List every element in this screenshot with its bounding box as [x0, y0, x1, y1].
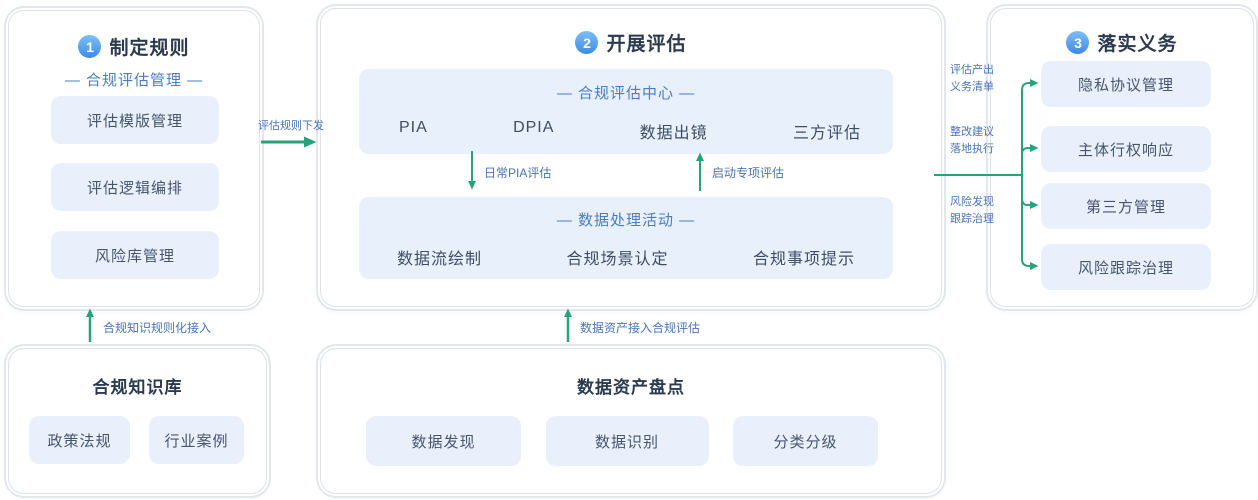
node-classification-grading: 分类分级	[733, 416, 878, 466]
node-data-flow-mapping: 数据流绘制	[397, 251, 483, 268]
panel-fulfill-obligations: 3 落实义务 隐私协议管理 主体行权响应 第三方管理 风险跟踪治理	[990, 8, 1254, 307]
node-data-export: 数据出镜	[639, 125, 708, 142]
panel-fulfill-obligations-title: 落实义务	[1097, 34, 1178, 55]
assess-output-label-3: 风险发现 跟踪治理	[950, 196, 994, 226]
knowledge-items: 政策法规 行业案例	[29, 416, 244, 464]
asset-items: 数据发现 数据识别 分类分级	[366, 416, 878, 466]
panel-knowledge-base-header: 合规知识库	[9, 373, 266, 398]
node-dpia: DPIA	[513, 119, 555, 136]
panel-make-rules-header: 1 制定规则	[9, 33, 259, 60]
node-risk-library: 风险库管理	[51, 231, 219, 279]
panel-conduct-assessment-title: 开展评估	[606, 34, 687, 55]
data-processing-activity-box: — 数据处理活动 — 数据流绘制 合规场景认定 合规事项提示	[359, 197, 893, 279]
node-data-discovery: 数据发现	[366, 416, 521, 466]
panel-conduct-assessment-header: 2 开展评估	[321, 29, 941, 56]
assess-output-label-2: 整改建议 落地执行	[950, 126, 994, 156]
compliance-assessment-center-box: — 合规评估中心 — PIA DPIA 数据出镜 三方评估	[359, 69, 893, 154]
special-assess-arrow-label: 启动专项评估	[712, 166, 785, 180]
node-privacy-agreement: 隐私协议管理	[1041, 61, 1211, 107]
node-third-party-mgmt: 第三方管理	[1041, 183, 1211, 229]
node-risk-tracking: 风险跟踪治理	[1041, 244, 1211, 290]
node-subject-rights: 主体行权响应	[1041, 126, 1211, 172]
panel-knowledge-base-title: 合规知识库	[92, 378, 183, 397]
node-logic-orchestration: 评估逻辑编排	[51, 163, 219, 211]
panel-conduct-assessment: 2 开展评估 — 合规评估中心 — PIA DPIA 数据出镜 三方评估 — 数…	[320, 8, 942, 307]
step-2-badge: 2	[575, 31, 599, 54]
panel-data-asset-inventory-title: 数据资产盘点	[577, 378, 685, 397]
node-compliance-reminder: 合规事项提示	[752, 251, 855, 268]
panel-make-rules-subtitle: — 合规评估管理 —	[64, 72, 204, 89]
daily-pia-arrow-label: 日常PIA评估	[484, 166, 552, 180]
node-data-identification: 数据识别	[545, 416, 709, 466]
asset-to-assess-arrow-label: 数据资产接入合规评估	[580, 321, 701, 335]
node-scenario-identification: 合规场景认定	[566, 251, 669, 268]
step-1-badge: 1	[78, 35, 102, 58]
panel-data-asset-inventory-header: 数据资产盘点	[321, 373, 941, 398]
node-industry-case: 行业案例	[149, 416, 244, 464]
node-third-party-assess: 三方评估	[792, 125, 861, 142]
node-policy-regulation: 政策法规	[29, 416, 130, 464]
panel-make-rules: 1 制定规则 — 合规评估管理 — 评估模版管理 评估逻辑编排 风险库管理	[8, 10, 260, 307]
panel-data-asset-inventory: 数据资产盘点 数据发现 数据识别 分类分级	[320, 348, 942, 494]
panel-knowledge-base: 合规知识库 政策法规 行业案例	[8, 348, 267, 494]
activity-box-title: — 数据处理活动 —	[556, 212, 696, 229]
activity-box-items: 数据流绘制 合规场景认定 合规事项提示	[359, 245, 893, 269]
assessment-center-items: PIA DPIA 数据出镜 三方评估	[359, 119, 893, 143]
rules-to-assess-arrow-label: 评估规则下发	[258, 120, 324, 132]
step-3-badge: 3	[1066, 31, 1090, 54]
panel-make-rules-title: 制定规则	[109, 38, 190, 59]
panel-fulfill-obligations-header: 3 落实义务	[991, 29, 1253, 56]
node-template-mgmt: 评估模版管理	[51, 96, 219, 144]
knowledge-to-rules-arrow-label: 合规知识规则化接入	[103, 321, 212, 335]
assess-output-label-1: 评估产出 义务清单	[950, 64, 994, 94]
node-pia: PIA	[399, 119, 428, 136]
assessment-center-title: — 合规评估中心 —	[556, 85, 696, 102]
